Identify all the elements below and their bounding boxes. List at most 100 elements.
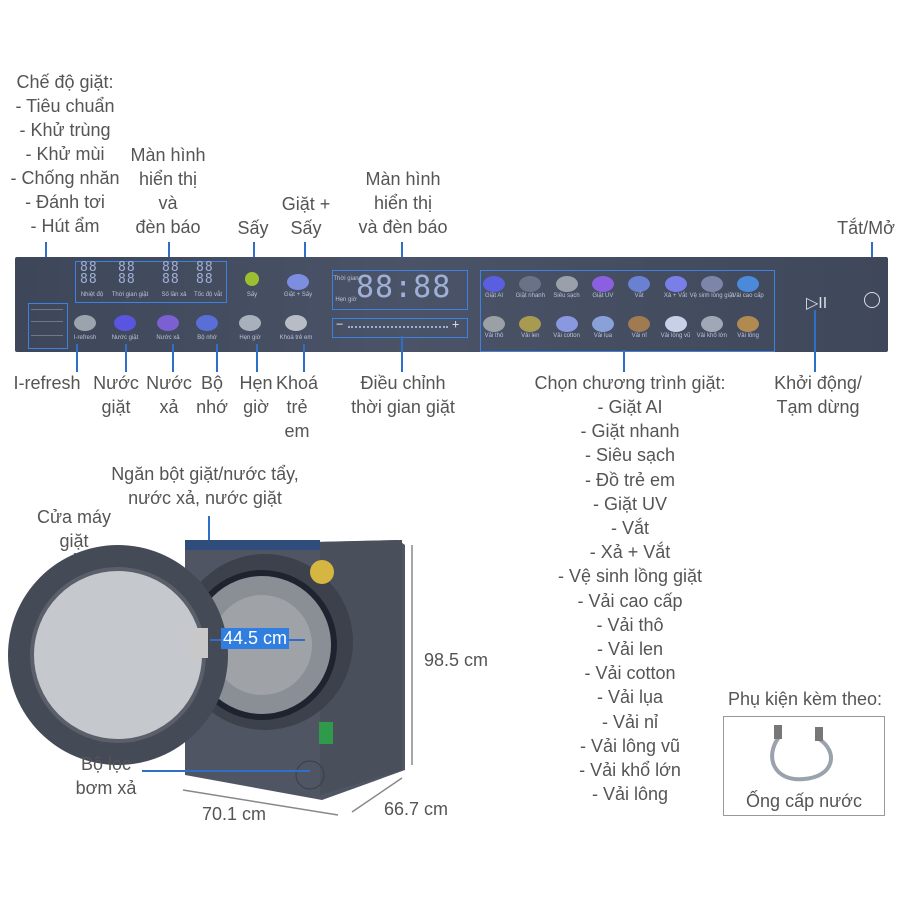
timer-label: giờ xyxy=(243,397,269,417)
panel-button-label[interactable]: Bộ nhớ xyxy=(197,335,217,341)
panel-button-label[interactable]: Nước giặt xyxy=(111,335,139,341)
program-button-label[interactable]: Giặt UV xyxy=(592,293,614,299)
detergent-label: giặt xyxy=(101,397,131,417)
program-button-label[interactable]: Vải nỉ xyxy=(631,333,647,339)
program-item: - Đồ trẻ em xyxy=(584,469,676,490)
program-item: - Vải thô xyxy=(596,614,664,635)
time-label: Thời gian xyxy=(333,276,359,282)
accessory-title: Phụ kiện kèm theo: xyxy=(727,689,883,709)
program-button-label[interactable]: Vải len xyxy=(521,333,540,339)
digit-display: 88 xyxy=(196,260,214,275)
leader-line xyxy=(401,336,403,372)
program-button-label[interactable]: Vệ sinh lồng giặt xyxy=(689,293,734,299)
display-caption: Tốc độ vắt xyxy=(193,292,223,298)
program-icon[interactable] xyxy=(591,316,614,332)
program-button-label[interactable]: Vắt xyxy=(634,293,644,299)
program-icon[interactable] xyxy=(700,276,723,292)
program-icon[interactable] xyxy=(700,316,723,332)
sun-icon xyxy=(245,272,259,286)
slider-plus[interactable]: + xyxy=(452,317,461,331)
panel-button-icon[interactable] xyxy=(157,315,179,331)
label-line: Ngăn bột giặt/nước tẩy, xyxy=(111,464,299,484)
program-button-label[interactable]: Siêu sạch xyxy=(553,293,580,299)
digit-display: 88 xyxy=(80,272,98,287)
digit-display: 88 xyxy=(196,272,214,287)
program-button-label[interactable]: Vải thô xyxy=(484,333,504,339)
wash-dry-icon xyxy=(287,274,309,290)
program-button-label[interactable]: Xả + Vắt xyxy=(663,293,688,299)
program-item: - Vệ sinh lồng giặt xyxy=(557,566,703,587)
leader-line xyxy=(208,516,210,544)
program-button-label[interactable]: Vải lông xyxy=(737,333,759,339)
detergent-label: Nước xyxy=(93,373,139,393)
program-icon[interactable] xyxy=(519,316,542,332)
programs-title: Chọn chương trình giặt: xyxy=(534,373,726,393)
program-icon[interactable] xyxy=(737,276,760,292)
label-line: giặt xyxy=(59,531,89,551)
panel-button-icon[interactable] xyxy=(74,315,96,331)
time-slider[interactable] xyxy=(348,326,448,330)
program-item: - Siêu sạch xyxy=(584,445,676,466)
program-item: - Giặt AI xyxy=(597,397,663,417)
drum-diameter: 44.5 cm xyxy=(221,628,290,649)
start-pause-label: Khởi động/ xyxy=(774,373,862,393)
program-selector-box xyxy=(480,270,775,352)
mode-indicator-line xyxy=(31,321,63,322)
play-pause-icon[interactable]: ▷II xyxy=(806,295,828,312)
wash-dry-button-label[interactable]: Giặt + Sấy xyxy=(283,292,313,298)
panel-button-icon[interactable] xyxy=(114,315,136,331)
wash-modes-title: Chế độ giặt: xyxy=(16,72,114,92)
program-icon[interactable] xyxy=(628,276,651,292)
width-dimension: 70.1 cm xyxy=(201,804,267,824)
leader-line xyxy=(401,242,403,270)
label-line: Cửa máy xyxy=(36,507,112,527)
program-icon[interactable] xyxy=(737,316,760,332)
panel-button-label[interactable]: I-refresh xyxy=(73,335,97,341)
label-line: Giặt + xyxy=(281,194,331,214)
panel-button-label[interactable]: Khoá trẻ em xyxy=(279,335,313,341)
timer-label: Hẹn giờ xyxy=(335,297,357,303)
label-line: và đèn báo xyxy=(358,217,448,237)
program-icon[interactable] xyxy=(483,316,505,332)
program-icon[interactable] xyxy=(483,276,505,292)
panel-button-label[interactable]: Hẹn giờ xyxy=(239,335,261,341)
program-icon[interactable] xyxy=(555,316,578,332)
panel-button-icon[interactable] xyxy=(196,315,218,331)
panel-button-label[interactable]: Nước xả xyxy=(156,335,180,341)
irefresh-label: I-refresh xyxy=(13,373,81,393)
program-item: - Giặt nhanh xyxy=(580,421,680,442)
program-button-label[interactable]: Giặt AI xyxy=(484,293,504,299)
panel-button-icon[interactable] xyxy=(239,315,261,331)
softener-label: xả xyxy=(159,397,179,417)
leader-line xyxy=(623,350,625,372)
program-button-label[interactable]: Vải cao cấp xyxy=(732,293,764,299)
start-pause-label: Tạm dừng xyxy=(776,397,860,417)
panel-button-icon[interactable] xyxy=(285,315,307,331)
program-icon[interactable] xyxy=(519,276,542,292)
dry-button-label[interactable]: Sấy xyxy=(246,292,258,298)
program-icon[interactable] xyxy=(664,276,687,292)
program-item: - Vải len xyxy=(596,639,664,659)
program-button-label[interactable]: Vải cotton xyxy=(553,333,580,339)
program-icon[interactable] xyxy=(555,276,578,292)
program-icon[interactable] xyxy=(628,316,651,332)
program-icon[interactable] xyxy=(664,316,687,332)
mode-indicator-line xyxy=(31,335,63,336)
program-item: - Vải cao cấp xyxy=(577,590,683,611)
program-button-label[interactable]: Vải lông vũ xyxy=(660,333,691,339)
power-icon[interactable] xyxy=(864,292,880,308)
program-item: - Vải nỉ xyxy=(601,711,659,732)
depth-dimension: 66.7 cm xyxy=(383,799,449,819)
program-button-label[interactable]: Giặt nhanh xyxy=(515,293,545,299)
program-button-label[interactable]: Vải khổ lớn xyxy=(696,333,727,339)
program-icon[interactable] xyxy=(591,276,614,292)
wash-mode-item: - Chống nhăn xyxy=(10,168,120,188)
energy-label xyxy=(319,722,333,744)
energy-badge xyxy=(310,560,334,584)
program-item: - Vải lông xyxy=(591,784,669,805)
slider-minus[interactable]: − xyxy=(336,317,345,331)
leader-line xyxy=(125,344,127,372)
program-button-label[interactable]: Vải lụa xyxy=(593,333,613,339)
program-item: - Vải khổ lớn xyxy=(579,760,681,780)
left-display-box xyxy=(75,261,227,303)
